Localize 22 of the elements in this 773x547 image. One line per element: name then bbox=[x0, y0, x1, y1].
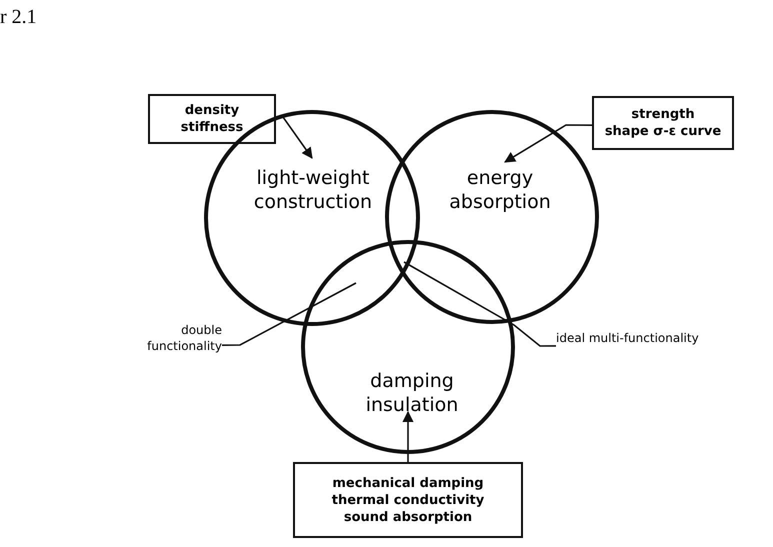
callout-text: ideal multi-functionality bbox=[556, 320, 716, 356]
property-text: thermal conductivity bbox=[332, 492, 484, 508]
note-box bbox=[148, 94, 276, 144]
arrow bbox=[402, 410, 414, 462]
property-text: density bbox=[184, 102, 240, 119]
circle-label: damping insulation bbox=[364, 369, 460, 417]
note-box bbox=[592, 96, 734, 150]
leader-line bbox=[222, 282, 356, 346]
venn-circle bbox=[385, 110, 599, 324]
circle-label: energy absorption bbox=[448, 166, 552, 214]
figure-number: r 2.1 bbox=[0, 6, 37, 29]
venn-circle bbox=[301, 240, 515, 454]
property-text: stiffness bbox=[180, 119, 244, 136]
arrow bbox=[504, 124, 592, 163]
property-text: sound absorption bbox=[344, 508, 472, 526]
property-text: shape σ-ε curve bbox=[604, 123, 722, 140]
circle-label: light-weight construction bbox=[252, 166, 374, 214]
note-box bbox=[293, 462, 523, 538]
callout-text: double functionality bbox=[128, 320, 222, 356]
property-text: strength bbox=[631, 106, 695, 123]
property-text: mechanical damping bbox=[332, 474, 484, 492]
leader-line bbox=[404, 261, 556, 347]
